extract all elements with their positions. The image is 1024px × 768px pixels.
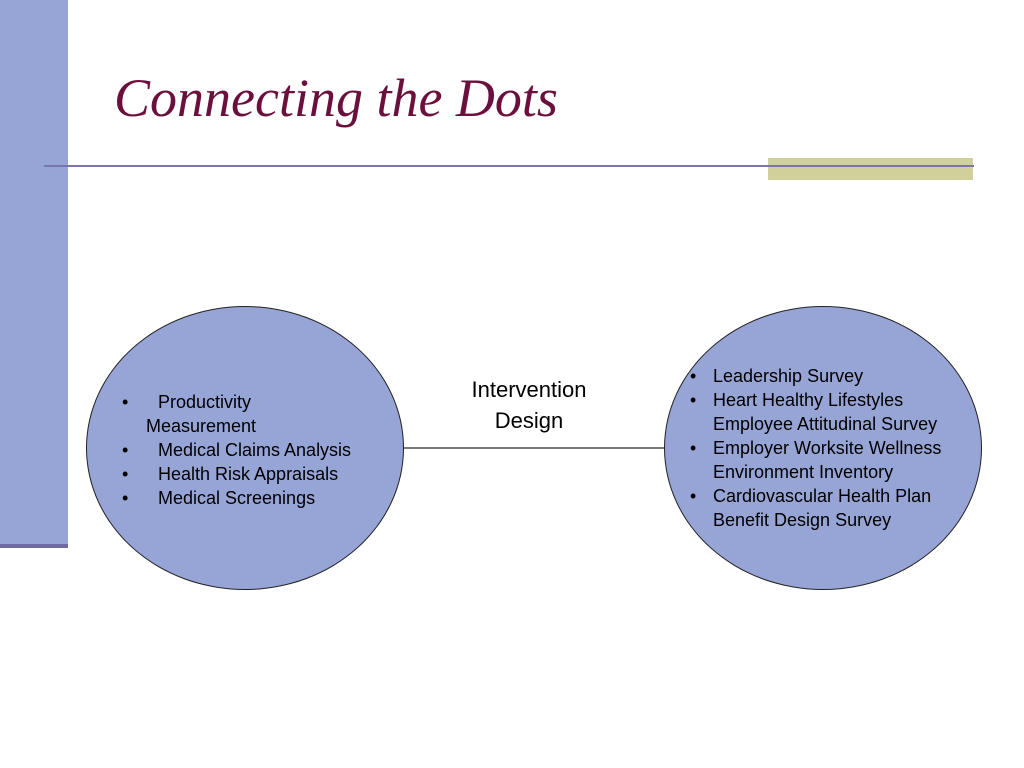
right-item-line2: Employee Attitudinal Survey <box>713 414 938 434</box>
left-item-line1: Medical Screenings <box>158 488 316 508</box>
bullet-icon: • <box>690 486 697 506</box>
left-item-line1: Productivity <box>158 392 252 412</box>
bullet-icon: • <box>690 390 697 410</box>
left-item-risk: • Health Risk Appraisals <box>118 462 398 486</box>
center-label: Intervention Design <box>444 374 614 436</box>
connector-line <box>402 447 666 449</box>
right-item-line2: Environment Inventory <box>713 462 894 482</box>
bullet-icon: • <box>122 440 129 460</box>
right-item-heart: • Heart Healthy Lifestyles Employee Atti… <box>690 388 980 436</box>
right-item-line1: Heart Healthy Lifestyles <box>713 390 904 410</box>
left-item-screenings: • Medical Screenings <box>118 486 398 510</box>
center-label-line2: Design <box>494 408 564 433</box>
bullet-icon: • <box>690 366 697 386</box>
bullet-icon: • <box>122 464 129 484</box>
side-bar-edge <box>0 544 68 548</box>
right-circle <box>664 306 982 590</box>
bullet-icon: • <box>122 488 129 508</box>
right-item-worksite: • Employer Worksite Wellness Environment… <box>690 436 980 484</box>
accent-block <box>768 158 973 180</box>
left-item-line1: Medical Claims Analysis <box>158 440 352 460</box>
left-item-line2: Measurement <box>146 416 257 436</box>
title-rule <box>44 165 974 167</box>
right-item-leadership: • Leadership Survey <box>690 364 980 388</box>
right-item-line1: Employer Worksite Wellness <box>713 438 942 458</box>
bullet-icon: • <box>122 392 129 412</box>
right-item-line1: Cardiovascular Health Plan <box>713 486 932 506</box>
right-item-cardio: • Cardiovascular Health Plan Benefit Des… <box>690 484 980 532</box>
side-bar <box>0 0 68 546</box>
right-item-line1: Leadership Survey <box>713 366 864 386</box>
left-item-claims: • Medical Claims Analysis <box>118 438 398 462</box>
bullet-icon: • <box>690 438 697 458</box>
center-label-line1: Intervention <box>471 377 587 402</box>
left-circle-list: • Productivity Measurement • Medical Cla… <box>118 390 398 510</box>
right-item-line2: Benefit Design Survey <box>713 510 892 530</box>
right-circle-list: • Leadership Survey • Heart Healthy Life… <box>690 364 980 532</box>
left-circle <box>86 306 404 590</box>
slide-title: Connecting the Dots <box>114 68 558 128</box>
left-item-line1: Health Risk Appraisals <box>158 464 339 484</box>
left-item-productivity: • Productivity Measurement <box>118 390 398 438</box>
